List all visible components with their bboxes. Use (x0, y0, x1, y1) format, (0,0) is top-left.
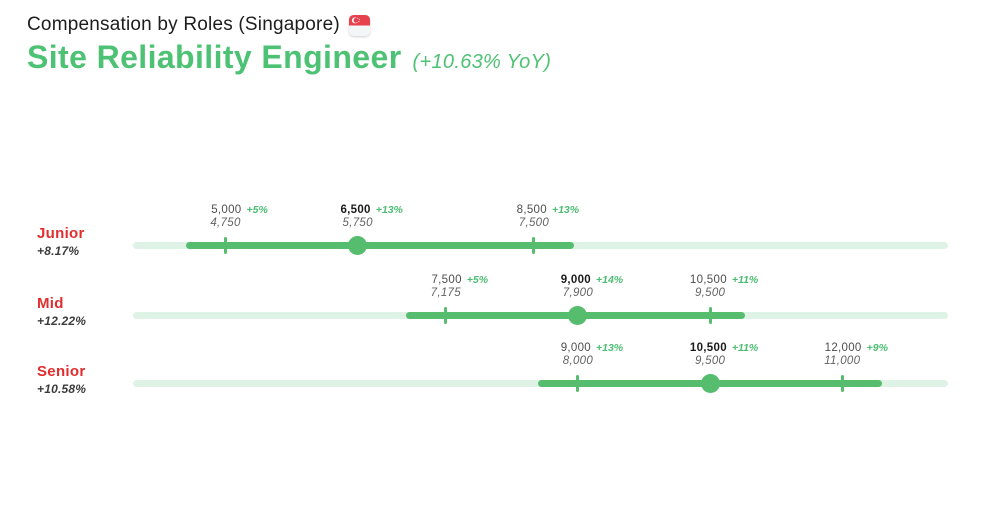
salary-yoy: +11% (731, 342, 759, 354)
quartile-tick-icon (576, 375, 580, 392)
salary-prev: 4,750 (210, 217, 241, 229)
row-label-block: Junior +8.17% (37, 225, 127, 258)
salary-prev: 5,750 (342, 217, 373, 229)
comp-row-senior: Senior +10.58% 9,000 +13%8,000 10,500 +11% 9,5… (0, 342, 1000, 398)
point-label: 12,000 +9% (825, 342, 888, 355)
salary-yoy: +9% (866, 342, 888, 354)
salary-yoy: +13% (375, 204, 403, 216)
salary-prev: 9,500 (694, 355, 726, 367)
salary-yoy: +14% (596, 274, 624, 286)
salary-value: 6,500 (340, 204, 371, 216)
point-label: 9,000 +14% (561, 274, 623, 287)
role-yoy-subtitle: (+10.63% YoY) (412, 51, 552, 73)
salary-prev: 11,000 (824, 355, 861, 367)
salary-slider: 7,500 +5% 7,175 9,000 +14%7,900 10,500 +11% 9,5… (133, 274, 948, 330)
role-yoy: +8.17% (37, 244, 80, 258)
comp-row-mid: Mid +12.22% 7,500 +5% 7,175 9,000 +14%7,900 10,… (0, 274, 1000, 330)
quartile-tick-icon (840, 375, 844, 392)
median-knob-icon (700, 374, 720, 393)
header: Compensation by Roles (Singapore) (27, 14, 551, 75)
median-knob-icon (568, 306, 588, 325)
role-yoy: +10.58% (37, 382, 87, 396)
salary-value: 7,500 (431, 274, 462, 286)
salary-yoy: +5% (246, 204, 268, 216)
salary-slider: 9,000 +13%8,000 10,500 +11% 9,500 12,000 +9% 11… (133, 342, 948, 398)
salary-yoy: +5% (466, 274, 489, 286)
quartile-tick-icon (532, 237, 536, 254)
chart-context-row: Compensation by Roles (Singapore) (27, 14, 551, 36)
salary-value: 9,000 (560, 274, 591, 286)
row-label-block: Mid +12.22% (37, 295, 127, 328)
role-name: Mid (37, 295, 64, 312)
salary-value: 5,000 (211, 204, 242, 216)
median-knob-icon (348, 236, 368, 255)
role-name: Senior (37, 363, 86, 380)
title-row: Site Reliability Engineer (+10.63% YoY) (27, 39, 552, 75)
role-title: Site Reliability Engineer (27, 39, 402, 75)
point-label: 10,500 +11% (690, 274, 758, 287)
salary-value: 8,500 (516, 204, 547, 216)
quartile-tick-icon (224, 237, 227, 254)
point-label: 7,500 +5% (431, 274, 488, 287)
salary-value: 12,000 (824, 342, 862, 354)
salary-prev: 8,000 (562, 355, 594, 367)
slider-range-bar (185, 242, 574, 249)
point-label: 8,500 +13% (517, 204, 579, 217)
salary-value: 10,500 (689, 274, 727, 286)
point-label: 10,500 +11% (690, 342, 758, 355)
salary-value: 9,000 (560, 342, 591, 354)
point-label: 6,500 +13% (340, 204, 402, 217)
singapore-flag-icon (348, 14, 370, 36)
salary-prev: 7,175 (430, 287, 461, 299)
salary-yoy: +11% (731, 274, 759, 286)
salary-prev: 9,500 (694, 287, 726, 299)
chart-context-title: Compensation by Roles (Singapore) (27, 14, 340, 35)
salary-value: 10,500 (689, 342, 727, 354)
role-yoy: +12.22% (37, 314, 87, 328)
row-label-block: Senior +10.58% (37, 363, 127, 396)
salary-yoy: +13% (596, 342, 624, 354)
quartile-tick-icon (708, 307, 712, 324)
quartile-tick-icon (444, 307, 448, 324)
point-label: 5,000 +5% (211, 204, 268, 217)
salary-yoy: +13% (551, 204, 580, 216)
salary-prev: 7,500 (518, 217, 550, 229)
role-name: Junior (37, 225, 85, 242)
salary-prev: 7,900 (562, 287, 594, 299)
point-label: 9,000 +13% (561, 342, 623, 355)
